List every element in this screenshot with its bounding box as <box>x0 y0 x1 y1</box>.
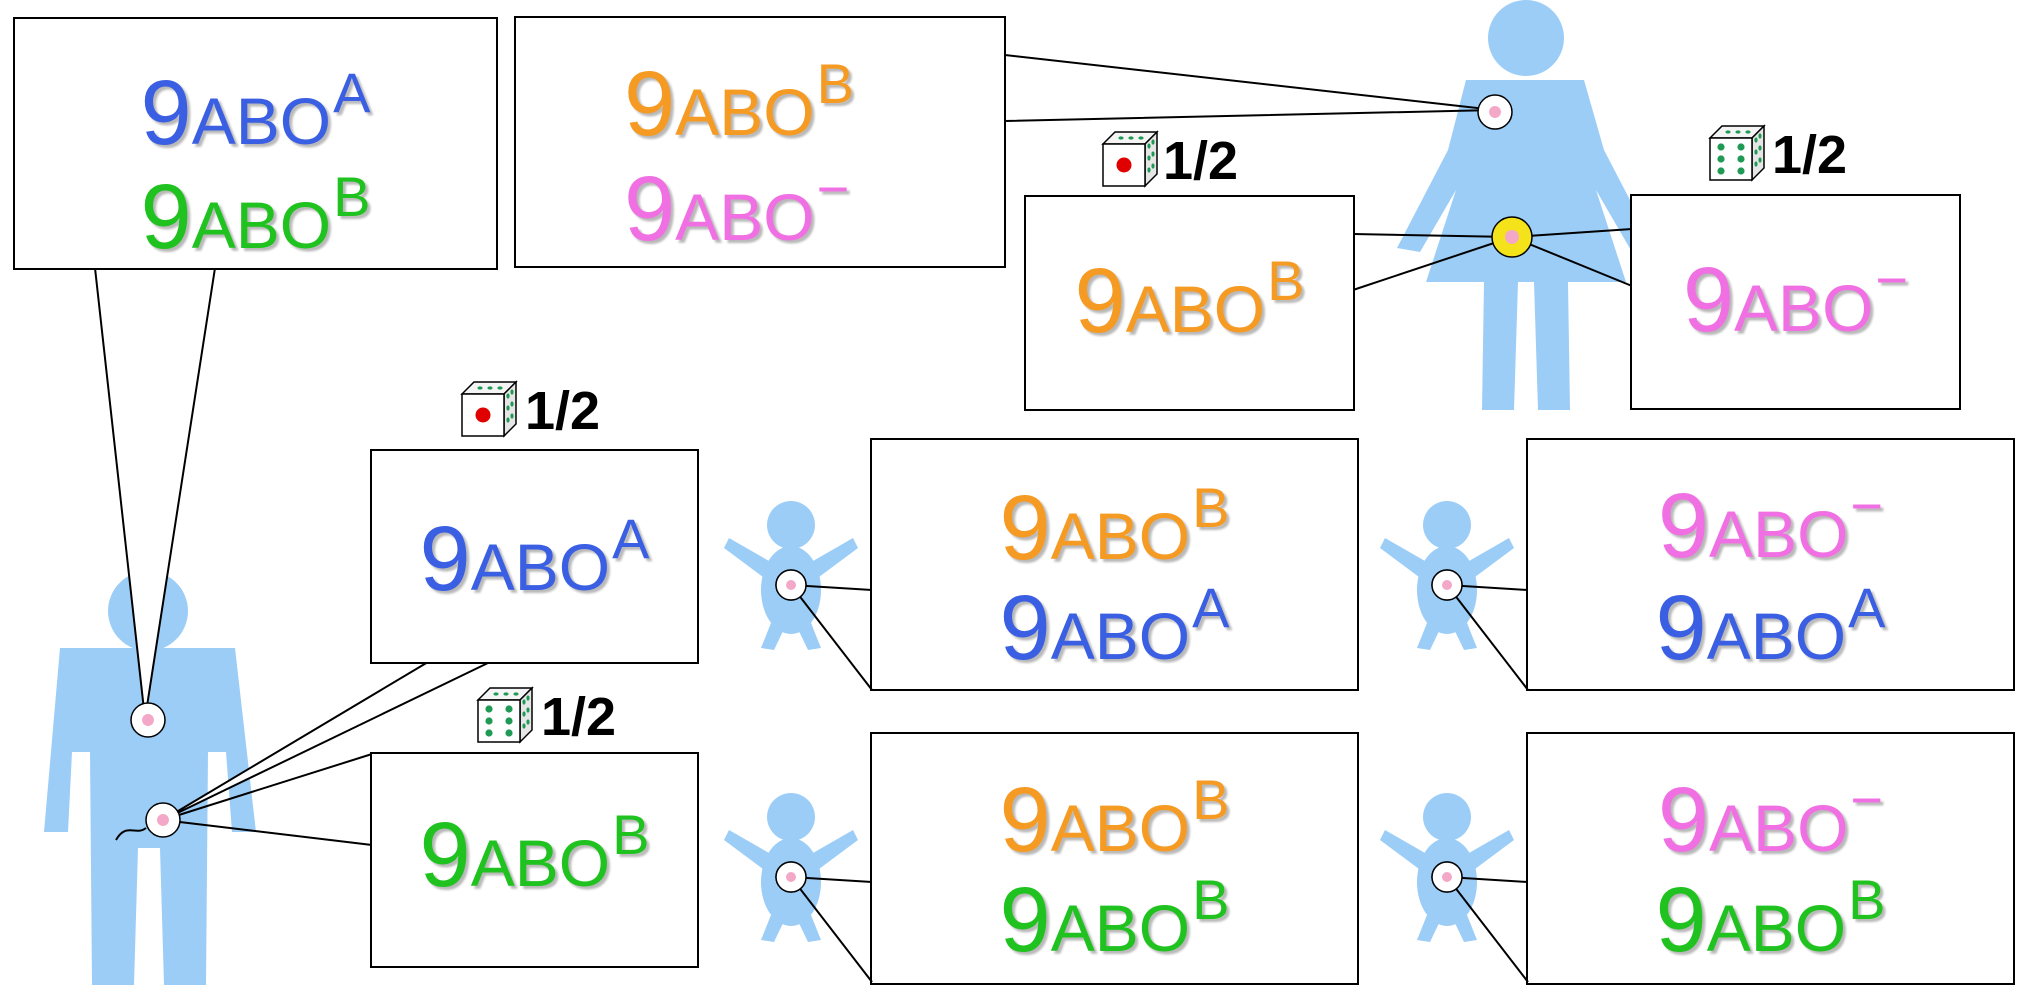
woman-silhouette <box>1397 0 1655 410</box>
die-six-face-icon <box>1706 122 1768 189</box>
father-genotype-box: 9ABOA 9ABOB <box>13 17 498 270</box>
die-one-face-icon <box>458 378 520 445</box>
father-gamete-box-1: 9ABOA <box>370 449 699 664</box>
probability-label: 1/2 <box>525 381 601 441</box>
cell-icon <box>1431 861 1463 893</box>
mother-allele-1: 9ABOB <box>624 52 854 155</box>
probability-label: 1/2 <box>1163 131 1239 191</box>
die-six-face-icon <box>474 684 536 751</box>
mother-gamete-box-1: 9ABOB <box>1024 195 1355 411</box>
probability-label: 1/2 <box>1772 125 1848 185</box>
child-allele: 9ABOB <box>1655 868 1886 971</box>
child-allele: 9ABOA <box>999 576 1230 679</box>
father-allele-2: 9ABOB <box>140 165 371 268</box>
egg-cell-icon <box>1491 216 1533 258</box>
child-genotype-box-3: 9ABOB 9ABOB <box>870 732 1359 985</box>
die-one-face-icon <box>1099 128 1161 195</box>
probability-label: 1/2 <box>541 687 617 747</box>
leader-lines <box>93 54 1633 846</box>
child-allele: 9ABOB <box>999 868 1230 971</box>
child-allele: 9ABOB <box>999 476 1230 579</box>
cell-icon <box>1477 94 1513 130</box>
mother-gamete-allele-2: 9ABO− <box>1682 248 1909 351</box>
mother-genotype-box: 9ABOB 9ABO− <box>514 16 1006 268</box>
cell-icon <box>130 702 166 738</box>
mother-gamete-allele-1: 9ABOB <box>1074 249 1305 352</box>
cell-icon <box>1431 569 1463 601</box>
child-genotype-box-1: 9ABOB 9ABOA <box>870 438 1359 691</box>
mother-allele-2: 9ABO− <box>624 157 850 260</box>
child-allele: 9ABO− <box>1657 768 1884 871</box>
child-allele: 9ABOA <box>1655 576 1886 679</box>
father-gamete-allele-2: 9ABOB <box>419 803 650 906</box>
child-allele: 9ABO− <box>1657 474 1884 577</box>
cell-icon <box>775 569 807 601</box>
father-gamete-allele-1: 9ABOA <box>419 507 650 610</box>
child-genotype-box-2: 9ABO− 9ABOA <box>1526 438 2015 691</box>
father-allele-1: 9ABOA <box>140 61 371 164</box>
mother-gamete-box-2: 9ABO− <box>1630 194 1961 410</box>
cell-icon <box>775 861 807 893</box>
sperm-cell-icon <box>115 802 181 841</box>
child-genotype-box-4: 9ABO− 9ABOB <box>1526 732 2015 985</box>
child-allele: 9ABOB <box>999 768 1230 871</box>
father-gamete-box-2: 9ABOB <box>370 752 699 968</box>
